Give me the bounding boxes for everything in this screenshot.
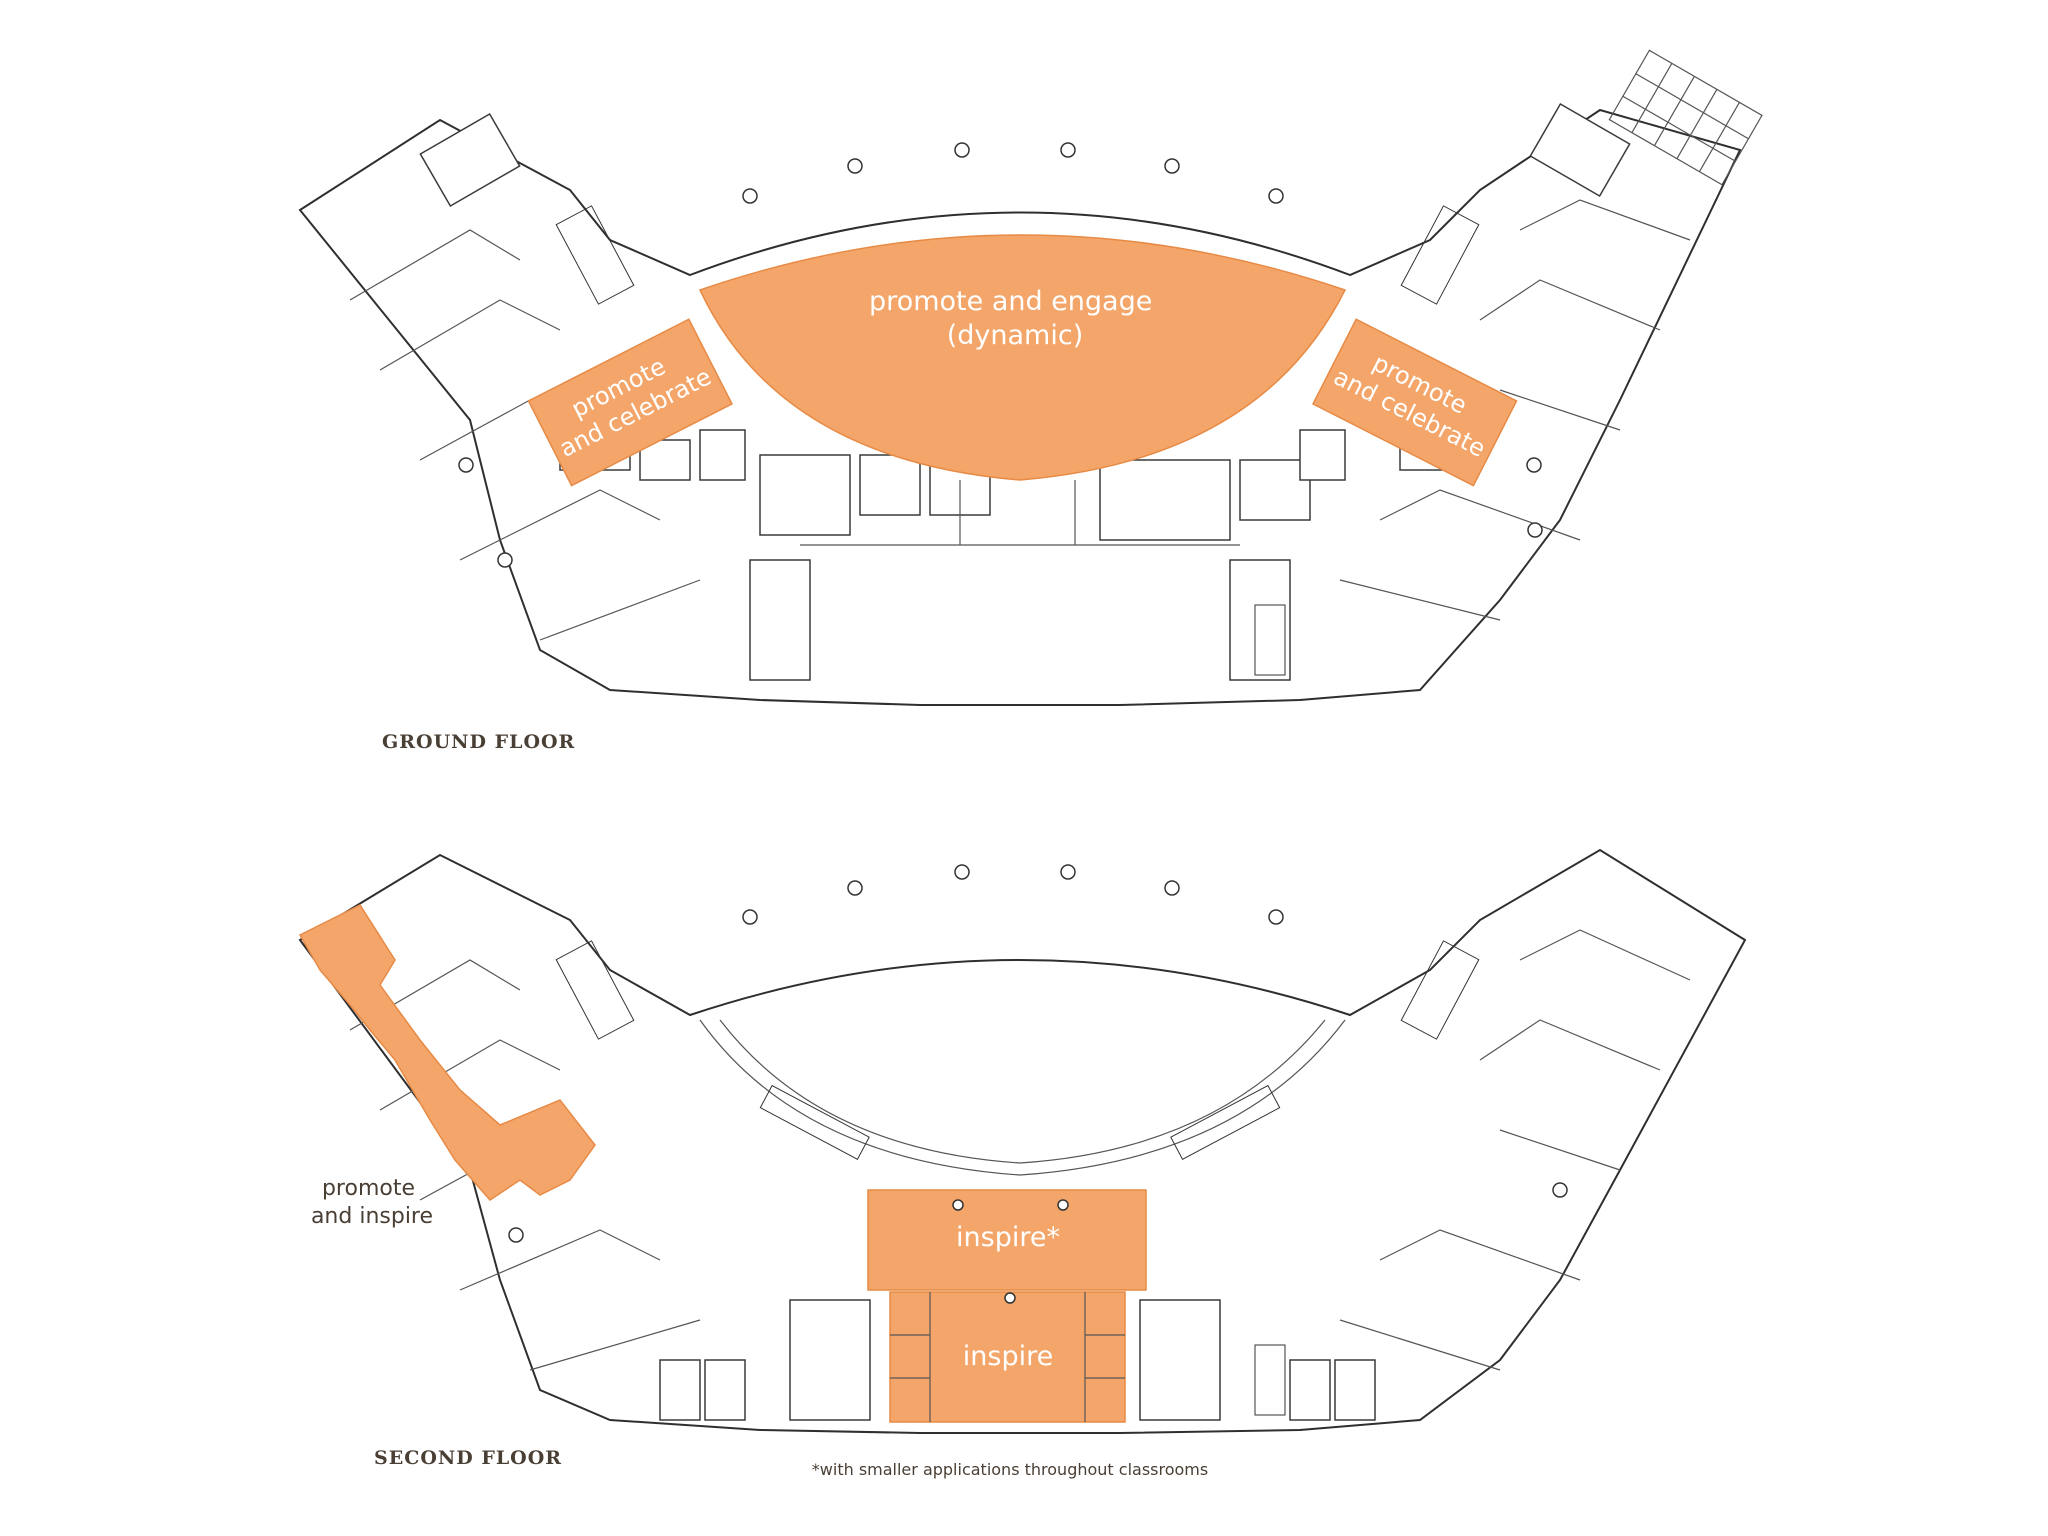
zone-label-inspire-line2: and inspire [311,1204,433,1229]
zone-promote-and-engage [698,234,1347,481]
zone-promote-and-inspire [298,904,596,1201]
zone-promote-and-celebrate-left [527,318,733,487]
second-floor-plan: inspire* inspire promote and inspire SEC… [298,848,1747,1469]
zone-label-inspire-line1: promote [322,1176,415,1201]
footnote: *with smaller applications throughout cl… [812,1460,1208,1479]
ground-floor-plan: promote and engage (dynamic) promote and… [298,49,1763,753]
zone-label-engage-line2: (dynamic) [947,320,1084,351]
ground-floor-title: GROUND FLOOR [382,731,575,753]
zone-inspire-lower [889,1291,1126,1423]
zone-promote-and-celebrate-right [1312,318,1518,487]
second-floor-outline [298,848,1747,1434]
zone-label-inspire-lower: inspire [963,1341,1053,1372]
zone-label-engage: promote and engage (dynamic) [869,286,1161,351]
ground-floor-columns [458,142,1543,568]
zone-label-promote-and-inspire: promote and inspire [311,1176,433,1229]
ground-floor-outline [298,108,1742,706]
second-floor-columns [508,864,1568,1243]
zone-label-inspire-upper: inspire* [956,1222,1060,1253]
zone-label-engage-line1: promote and engage [869,286,1152,317]
second-floor-title: SECOND FLOOR [374,1447,562,1469]
zone-inspire-upper [867,1189,1147,1291]
